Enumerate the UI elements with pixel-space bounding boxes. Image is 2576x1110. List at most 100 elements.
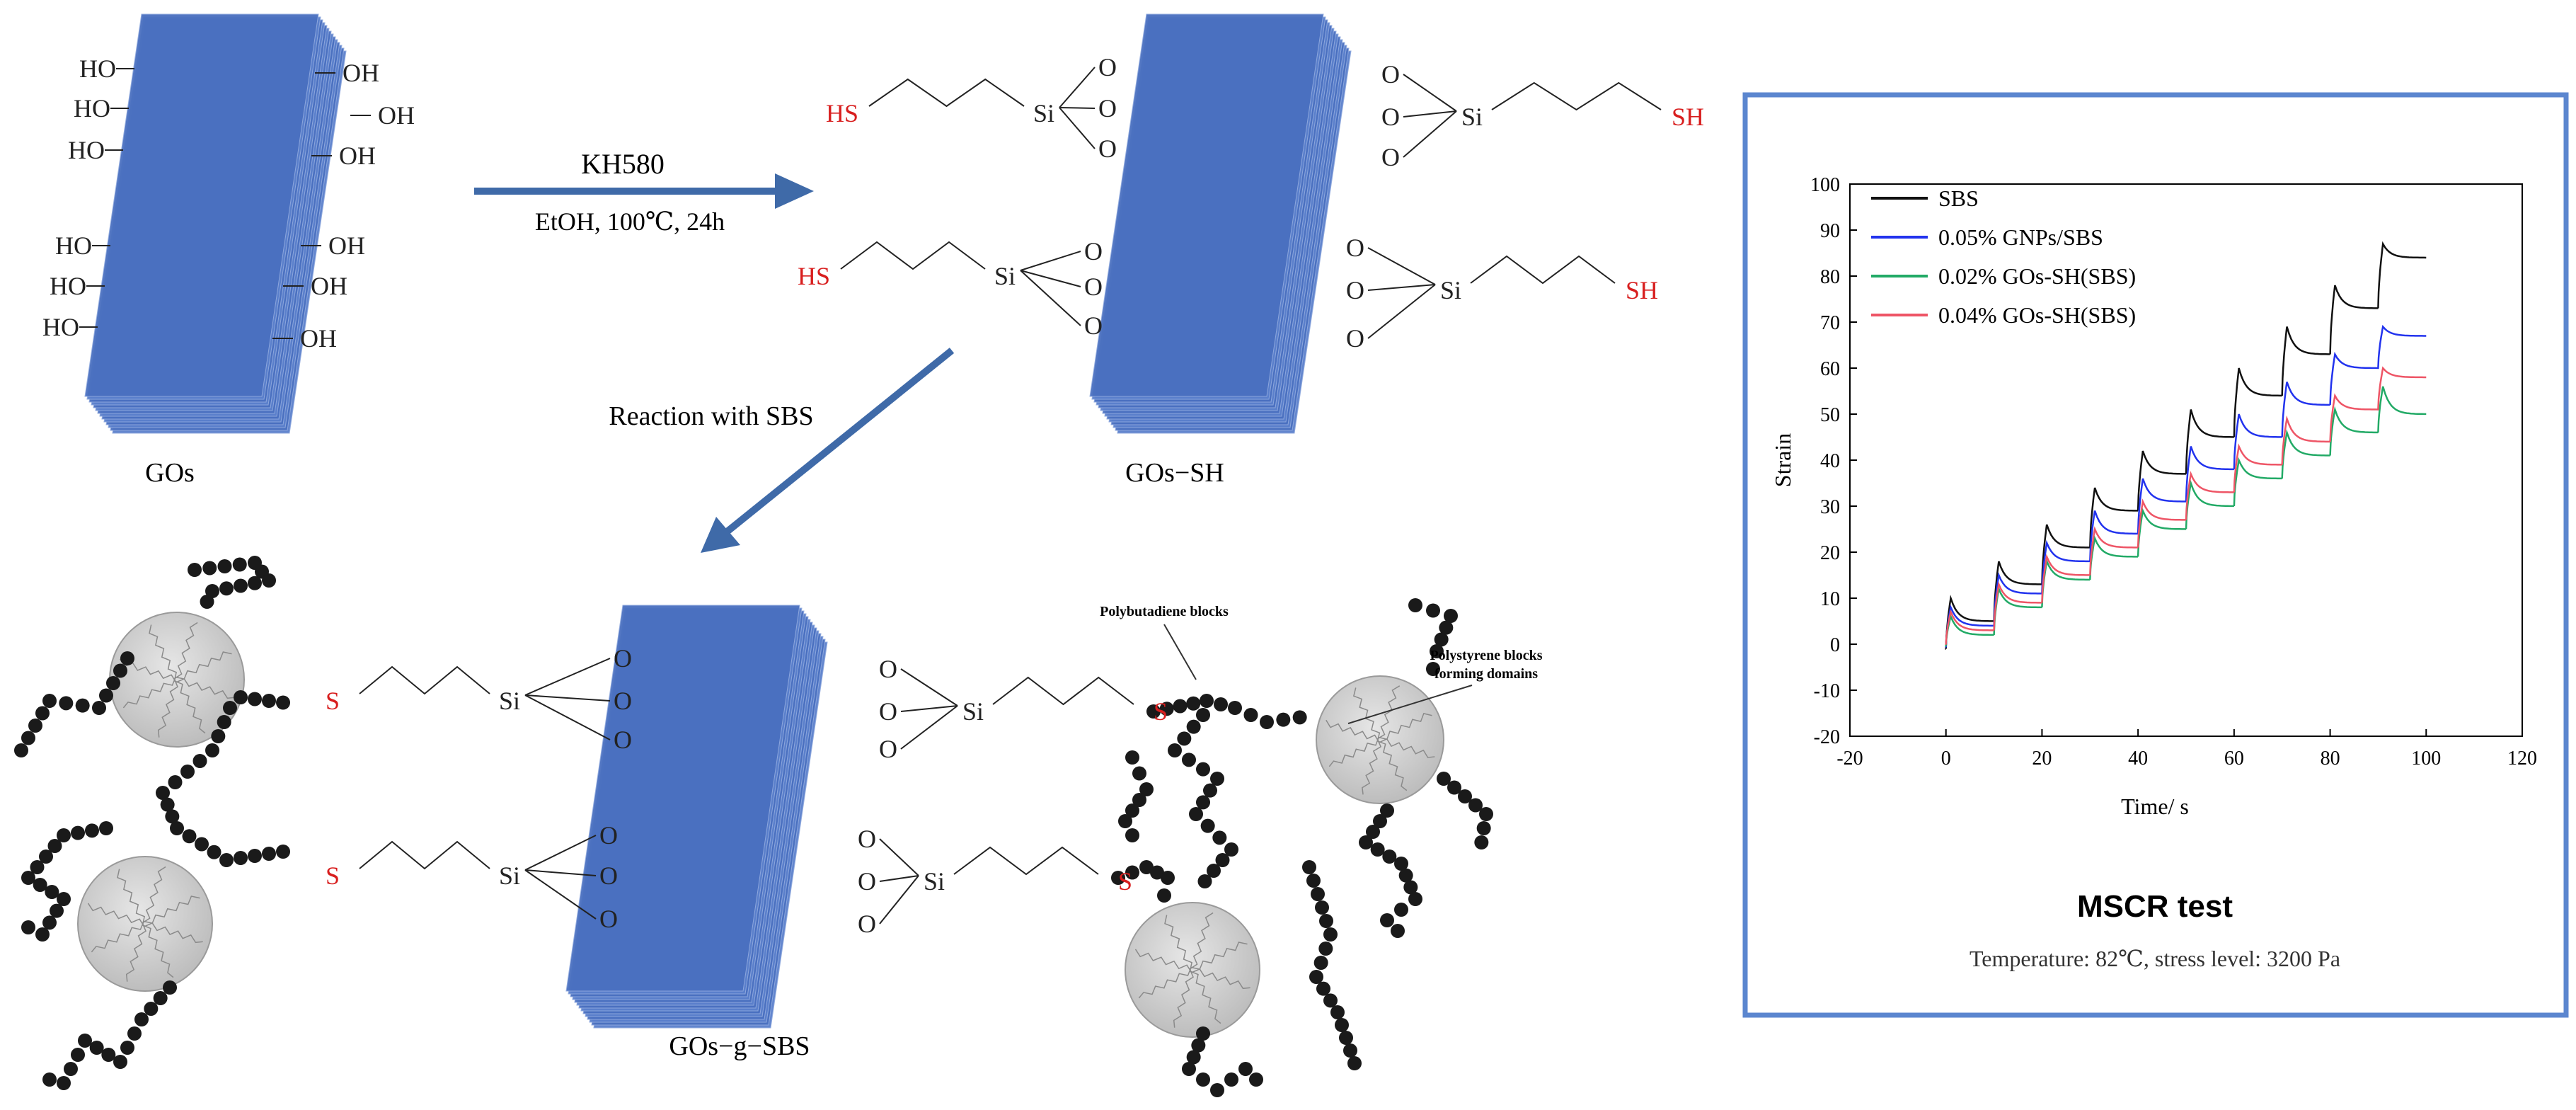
y-tick-label: 90 [1820, 220, 1840, 242]
polybutadiene-bead [1177, 731, 1192, 746]
propyl-chain [359, 665, 490, 695]
polybutadiene-bead [75, 698, 90, 713]
polybutadiene-bead [1139, 860, 1154, 874]
polybutadiene-bead [188, 563, 202, 577]
polybutadiene-bead [1125, 803, 1139, 818]
oxygen-atom: O [879, 655, 897, 683]
thiol-group: S [1154, 697, 1168, 726]
polystyrene-annotation-line1: Polystyrene blocks [1430, 648, 1542, 663]
polybutadiene-bead [1426, 603, 1440, 618]
bond [524, 658, 611, 696]
polybutadiene-bead [1437, 772, 1451, 786]
graphene-oxide-sheet [1089, 13, 1352, 434]
polybutadiene-bead [134, 1012, 149, 1026]
polybutadiene-bead [35, 927, 50, 942]
silicon-atom: Si [1033, 99, 1054, 127]
sheet-layer [1089, 13, 1324, 397]
polybutadiene-bead [195, 837, 209, 852]
polybutadiene-bead [1210, 1083, 1224, 1097]
polybutadiene-bead [21, 920, 35, 934]
legend-label: SBS [1938, 185, 1979, 211]
polybutadiene-bead [1191, 1038, 1206, 1053]
x-tick-label: -20 [1836, 748, 1863, 769]
polybutadiene-bead [21, 871, 35, 885]
polybutadiene-bead [165, 809, 180, 824]
bond [900, 705, 958, 750]
bond [524, 835, 597, 871]
oxygen-atom: O [599, 905, 618, 933]
polybutadiene-bead [78, 1034, 92, 1048]
polybutadiene-bead [205, 584, 219, 598]
polybutadiene-bead [170, 821, 184, 835]
bond [879, 875, 919, 882]
y-axis-label: Strain [1770, 433, 1795, 487]
polybutadiene-bead [1196, 795, 1210, 810]
polybutadiene-bead [248, 692, 262, 706]
polybutadiene-bead [168, 775, 183, 789]
polystyrene-chain [125, 866, 166, 982]
polybutadiene-bead [1468, 798, 1483, 813]
polystyrene-chain [1138, 942, 1248, 999]
polybutadiene-bead [1214, 697, 1228, 711]
polybutadiene-bead [1382, 849, 1397, 864]
polybutadiene-bead [1319, 914, 1333, 928]
polybutadiene-bead [1118, 814, 1132, 828]
polybutadiene-bead [127, 1026, 142, 1041]
oxygen-atom: O [1084, 311, 1103, 340]
polybutadiene-bead [120, 651, 134, 665]
propyl-chain [868, 78, 1025, 108]
oxygen-atom: O [1098, 135, 1117, 163]
polystyrene-domain [1125, 902, 1260, 1038]
polybutadiene-bead [71, 1048, 85, 1062]
y-tick-label: 10 [1820, 588, 1840, 610]
hydroxyl-label: HO [50, 272, 86, 300]
x-tick-label: 40 [2128, 748, 2148, 769]
polybutadiene-bead [1161, 871, 1175, 885]
y-tick-label: -20 [1814, 726, 1840, 748]
silicon-atom: Si [962, 697, 984, 726]
polybutadiene-bead [89, 1041, 104, 1055]
polybutadiene-bead [217, 715, 231, 729]
bond [524, 869, 597, 876]
propyl-chain [359, 840, 490, 870]
polybutadiene-bead [223, 701, 237, 715]
polybutadiene-bead [1125, 865, 1139, 880]
oxygen-atom: O [614, 726, 632, 754]
polybutadiene-bead [1343, 1043, 1357, 1058]
polybutadiene-bead [1125, 750, 1139, 765]
polybutadiene-bead [113, 1055, 127, 1069]
silicon-atom: Si [1440, 276, 1461, 304]
bond [1367, 284, 1436, 291]
polybutadiene-bead [1139, 782, 1154, 796]
polybutadiene-bead [1224, 1072, 1238, 1087]
hydroxyl-label: OH [328, 231, 365, 260]
polybutadiene-bead [1373, 814, 1387, 828]
polybutadiene-bead [276, 845, 290, 859]
polybutadiene-bead [234, 578, 248, 593]
bond [524, 694, 611, 740]
x-tick-label: 80 [2321, 748, 2340, 769]
polybutadiene-bead [1276, 712, 1291, 727]
silicon-atom: Si [499, 862, 520, 890]
polybutadiene-bead [1238, 1062, 1253, 1076]
hydroxyl-label: HO [79, 55, 116, 83]
y-tick-label: 30 [1820, 496, 1840, 518]
polybutadiene-bead [1330, 1005, 1345, 1019]
x-tick-label: 100 [2411, 748, 2441, 769]
polybutadiene-bead [47, 839, 62, 853]
polystyrene-chain [1362, 685, 1401, 795]
oxygen-atom: O [1346, 324, 1364, 353]
polybutadiene-bead [1323, 927, 1338, 942]
oxygen-atom: O [1381, 103, 1400, 131]
y-tick-label: 80 [1820, 266, 1840, 288]
polystyrene-chain [122, 651, 232, 709]
polybutadiene-bead [192, 754, 207, 768]
chart-series [1945, 241, 2427, 650]
polybutadiene-bead [21, 731, 35, 745]
bond [524, 694, 611, 702]
polybutadiene-bead [1203, 783, 1217, 798]
propyl-chain [992, 676, 1134, 706]
